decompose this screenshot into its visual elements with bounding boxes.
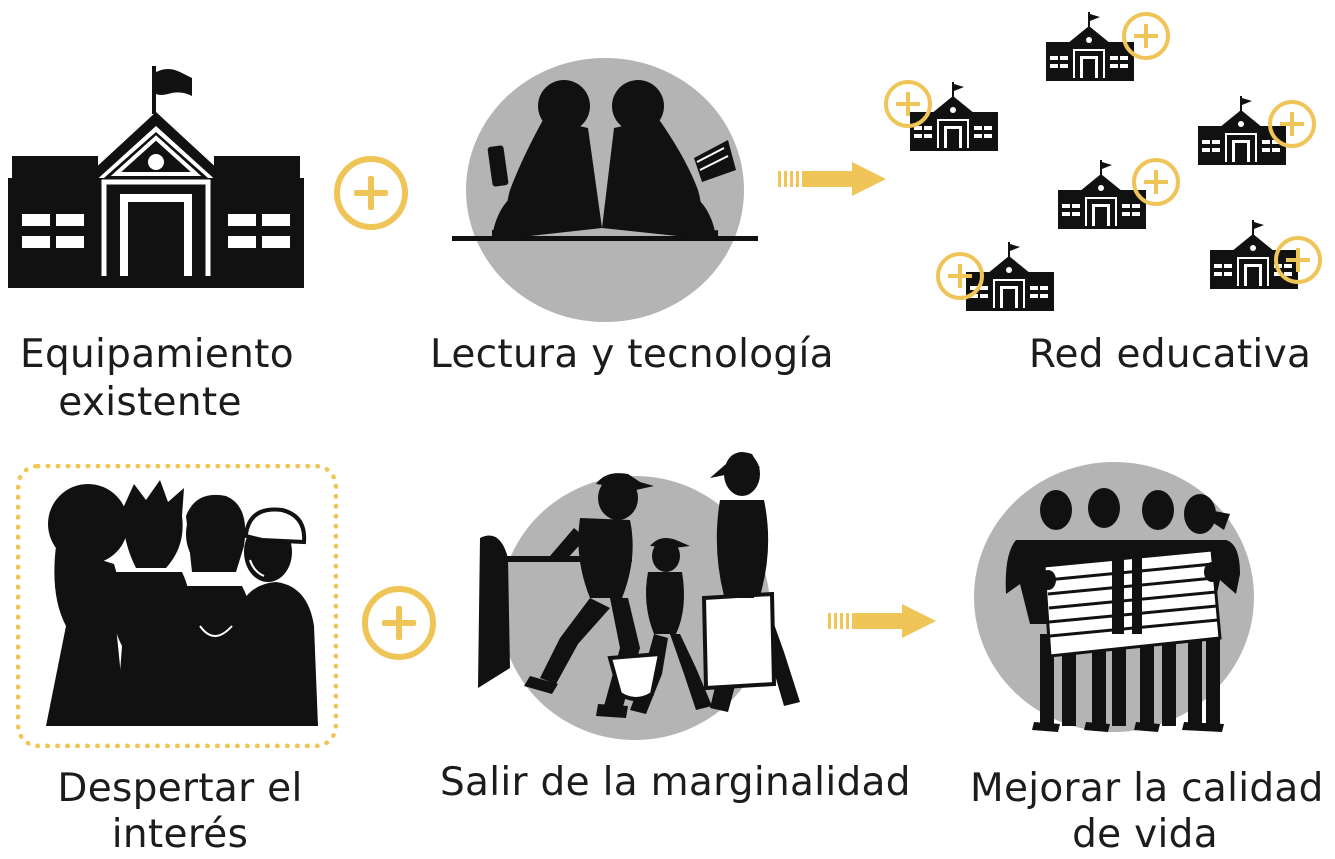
red-label: Red educativa (1028, 332, 1312, 377)
school-network-icon (884, 11, 1322, 312)
plus-icon (334, 156, 408, 230)
lectura-label: Lectura y tecnología (430, 332, 834, 377)
despertar-label-line1: Despertar el (57, 766, 303, 811)
youth-group-frame (16, 464, 338, 748)
salir-label: Salir de la marginalidad (440, 760, 911, 805)
mejorar-label-line2: de vida (1072, 812, 1218, 857)
equipamiento-label-line1: Equipamiento (20, 332, 294, 377)
youth-group-icon (46, 480, 318, 726)
plus-icon (362, 586, 436, 660)
readers-icon (452, 80, 758, 241)
walking-people-icon (478, 452, 800, 718)
arrow-right-icon (778, 162, 886, 196)
arrow-right-icon (828, 604, 936, 638)
despertar-label-line2: interés (111, 812, 249, 857)
equipamiento-label-line2: existente (58, 380, 242, 425)
holding-sign-icon (1005, 488, 1240, 732)
mejorar-label-line1: Mejorar la calidad (970, 766, 1324, 811)
school-icon (8, 66, 304, 288)
